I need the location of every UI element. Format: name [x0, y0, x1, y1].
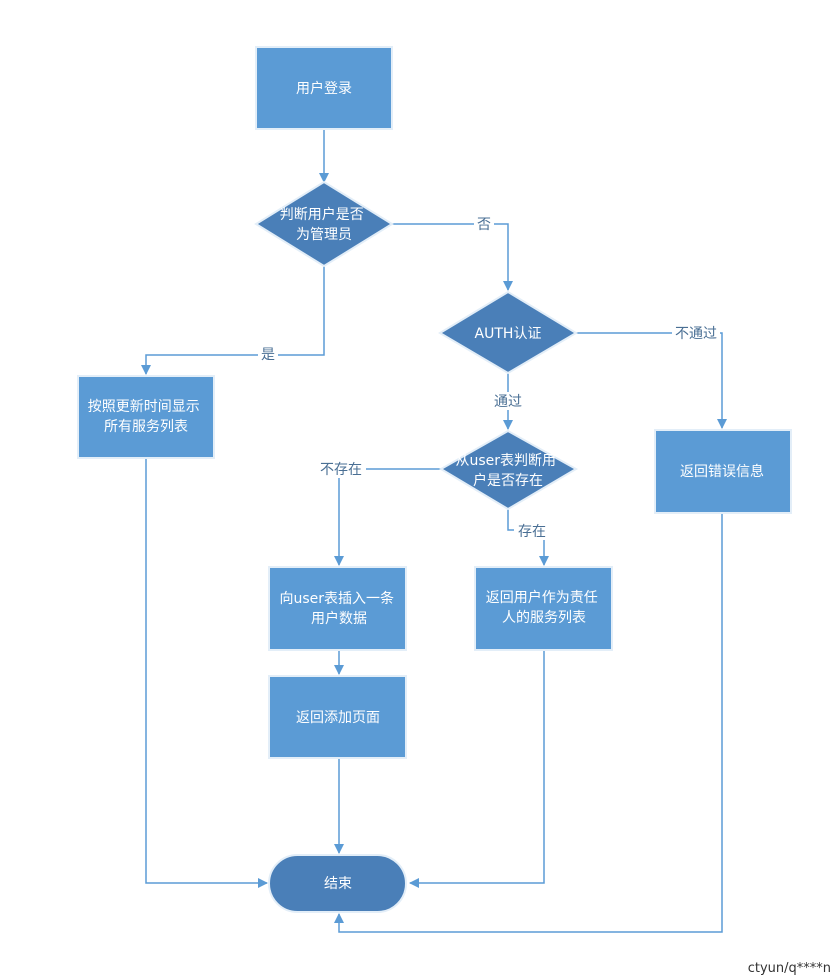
node-end: 结束: [268, 854, 407, 913]
node-user-exists-text-1: 从user表判断用: [456, 453, 557, 469]
svg-text:AUTH认证: AUTH认证: [475, 326, 542, 342]
node-return-add-page: 返回添加页面: [268, 675, 407, 759]
node-is-admin-text-1: 判断用户是否: [280, 206, 364, 223]
edge-label-pass: 通过: [494, 394, 522, 410]
edge-label-exist: 存在: [518, 524, 546, 540]
node-is-admin: 判断用户是否 为管理员: [254, 180, 394, 268]
node-return-error: 返回错误信息: [654, 429, 792, 514]
node-return-owner-list: 返回用户作为责任 人的服务列表: [474, 566, 613, 651]
node-is-admin-text-2: 为管理员: [296, 227, 352, 243]
node-login: 用户登录: [255, 46, 393, 130]
svg-text:从user表判断用 户是否存在: 从user表判断用 户是否存在: [456, 453, 561, 489]
edge-owner-list-to-end: [409, 650, 545, 888]
node-show-all: 按照更新时间显示 所有服务列表: [77, 375, 215, 459]
node-insert-user: 向user表插入一条 用户数据: [268, 566, 407, 651]
node-return-error-text-1: 返回错误信息: [680, 463, 764, 480]
node-show-all-text-2: 所有服务列表: [104, 419, 188, 435]
node-login-text-1: 用户登录: [296, 80, 352, 97]
edge-auth-fail: [576, 332, 727, 429]
node-auth: AUTH认证: [438, 290, 578, 375]
edge-label-not-exist: 不存在: [320, 462, 362, 478]
node-end-text-1: 结束: [324, 876, 352, 892]
svg-text:结束: 结束: [324, 876, 352, 892]
svg-text:返回错误信息: 返回错误信息: [680, 463, 764, 480]
node-auth-text-1: AUTH认证: [475, 326, 542, 342]
node-insert-user-text-1: 向user表插入一条: [280, 590, 395, 607]
edge-label-fail: 不通过: [675, 326, 717, 342]
node-user-exists-text-2: 户是否存在: [473, 472, 543, 489]
node-return-owner-list-text-1: 返回用户作为责任: [486, 589, 598, 606]
svg-text:用户登录: 用户登录: [296, 80, 352, 97]
edge-is-admin-no: [392, 223, 513, 291]
svg-text:向user表插入一条 用户数据: 向user表插入一条 用户数据: [280, 590, 399, 627]
edge-not-exist: [334, 468, 441, 566]
edge-label-yes: 是: [261, 347, 275, 363]
watermark: ctyun/q****n: [748, 961, 831, 976]
node-user-exists: 从user表判断用 户是否存在: [439, 429, 579, 511]
svg-text:按照更新时间显示 所有服务列表: 按照更新时间显示 所有服务列表: [88, 399, 204, 435]
edge-error-to-end: [334, 513, 723, 933]
edge-is-admin-yes: [141, 266, 325, 375]
node-show-all-text-1: 按照更新时间显示: [88, 399, 200, 415]
edge-label-no: 否: [477, 217, 491, 233]
node-return-owner-list-text-2: 人的服务列表: [502, 610, 586, 626]
node-return-add-page-text-1: 返回添加页面: [296, 710, 380, 726]
svg-text:返回添加页面: 返回添加页面: [296, 710, 380, 726]
node-insert-user-text-2: 用户数据: [311, 610, 367, 627]
edge-show-all-to-end: [145, 458, 268, 888]
svg-text:判断用户是否 为管理员: 判断用户是否 为管理员: [280, 206, 368, 243]
svg-text:返回用户作为责任 人的服务列表: 返回用户作为责任 人的服务列表: [486, 589, 602, 626]
